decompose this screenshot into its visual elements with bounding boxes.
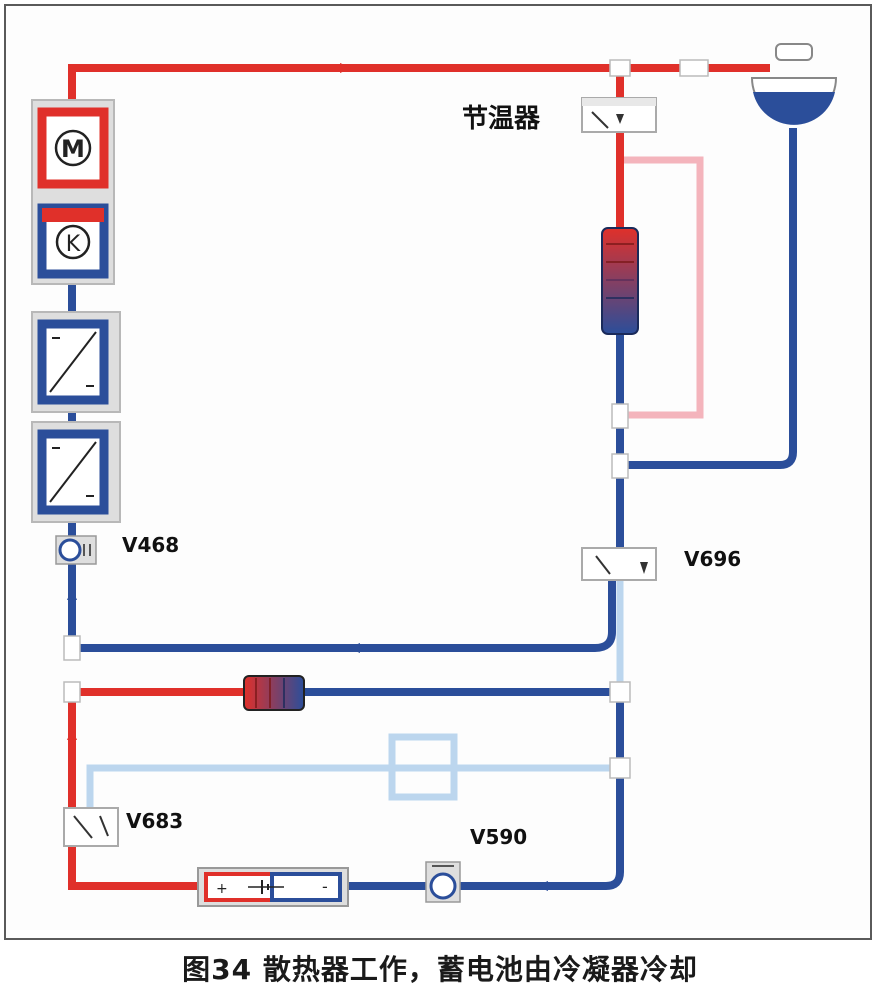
diagram-frame bbox=[4, 4, 872, 940]
junctions bbox=[63, 59, 709, 779]
label-v696: V696 bbox=[684, 547, 741, 571]
power-electronics-1 bbox=[31, 311, 121, 413]
compressor-symbol: K bbox=[66, 232, 81, 257]
battery-plus-sign: + bbox=[216, 881, 228, 897]
flow-arrows bbox=[67, 63, 352, 740]
blue-chiller-out bbox=[304, 688, 624, 890]
label-v590: V590 bbox=[470, 825, 527, 849]
arrow-left-red bbox=[67, 728, 77, 740]
motor-symbol: M bbox=[61, 135, 85, 163]
figure-caption: 图34 散热器工作，蓄电池由冷凝器冷却 bbox=[182, 953, 698, 986]
label-v468: V468 bbox=[122, 533, 179, 557]
label-v683: V683 bbox=[126, 809, 183, 833]
arrow-return bbox=[348, 643, 360, 653]
thermostat-valve bbox=[581, 97, 657, 133]
inactive-lines bbox=[86, 156, 704, 820]
high-voltage-battery: + - bbox=[197, 867, 349, 907]
red-left-lower bbox=[68, 692, 206, 890]
pump-icon bbox=[429, 872, 457, 900]
arrow-left-blue bbox=[67, 588, 77, 600]
pump-v468 bbox=[55, 535, 97, 565]
battery-minus-sign: - bbox=[322, 877, 328, 896]
chiller bbox=[243, 675, 305, 711]
coolant-circuit-diagram: M K V468 bbox=[31, 43, 838, 907]
flow-arrows-blue bbox=[67, 588, 548, 891]
bypass-line-pink bbox=[620, 156, 704, 419]
valve-v696 bbox=[581, 547, 657, 581]
cold-lines bbox=[68, 128, 797, 890]
power-electronics-2 bbox=[31, 421, 121, 523]
arrow-top bbox=[340, 63, 352, 73]
heater-box-inactive bbox=[388, 733, 458, 801]
compressor-icon bbox=[55, 224, 91, 260]
pump-v590 bbox=[425, 861, 461, 903]
blue-return-line bbox=[72, 570, 616, 652]
hot-lines bbox=[68, 64, 770, 890]
expansion-tank bbox=[750, 43, 838, 125]
motor-unit: M K bbox=[31, 99, 115, 285]
label-thermostat: 节温器 bbox=[462, 104, 541, 134]
blue-expansion-tank-line bbox=[620, 128, 797, 469]
inactive-loop-light-blue bbox=[86, 764, 612, 820]
valve-v683 bbox=[63, 807, 119, 847]
pump-icon bbox=[58, 538, 82, 562]
red-top-line bbox=[68, 64, 770, 142]
motor-icon bbox=[54, 129, 92, 167]
arrow-bottom bbox=[536, 881, 548, 891]
radiator bbox=[601, 227, 639, 335]
